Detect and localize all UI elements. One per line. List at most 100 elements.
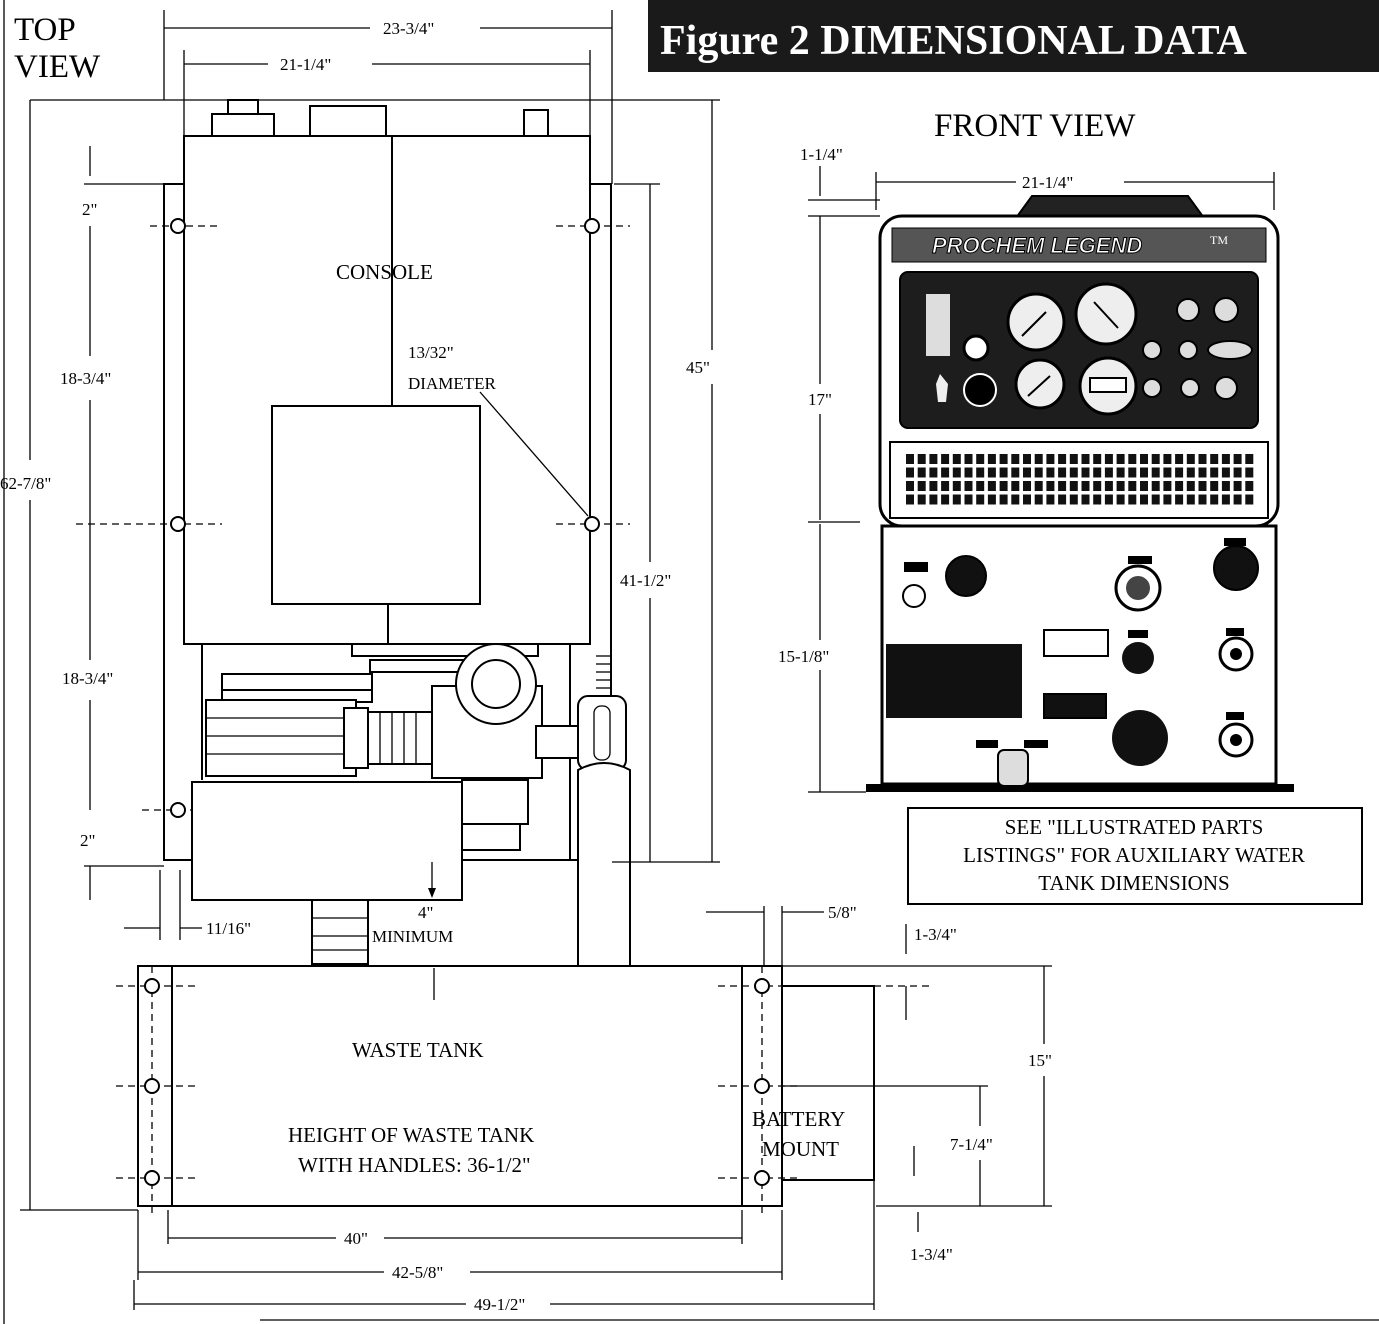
- grille-slot: [917, 467, 926, 478]
- grille-slot: [1140, 454, 1148, 464]
- grille-slot: [1128, 467, 1137, 478]
- grille-slot: [1245, 481, 1254, 491]
- grille-slot: [1081, 494, 1090, 505]
- waste-tank-body: [137, 965, 783, 1207]
- console-label: CONSOLE: [336, 260, 433, 284]
- front-base: [866, 784, 1294, 792]
- grille-slot: [1011, 481, 1020, 491]
- indicator-light: [1176, 298, 1200, 322]
- fitting-left: [211, 113, 275, 137]
- grille-slot: [1011, 454, 1020, 464]
- grille-slot: [1186, 494, 1195, 505]
- front-view-label: FRONT VIEW: [934, 108, 1136, 144]
- grille-slot: [1116, 454, 1125, 464]
- indicator-light: [1142, 340, 1162, 360]
- pulley-inner: [471, 659, 521, 709]
- belt-plate: [221, 673, 373, 691]
- grille-slot: [1128, 454, 1137, 464]
- grille-slot: [999, 454, 1008, 464]
- grille-slot: [1198, 454, 1207, 464]
- mounting-hole: [170, 802, 186, 818]
- grille-slot: [929, 494, 938, 505]
- grille-slot: [1175, 454, 1184, 464]
- grille-slot: [999, 481, 1008, 491]
- vacuum-inlet: [1112, 710, 1168, 766]
- water-inlet-core: [1126, 576, 1150, 600]
- quick-connect-core: [1230, 734, 1242, 746]
- grille-slot: [1104, 481, 1113, 491]
- grille-slot: [906, 481, 914, 491]
- label-tag: [1226, 628, 1244, 636]
- grille-slot: [941, 467, 950, 478]
- grille-slot: [1104, 494, 1113, 505]
- grille-slot: [1151, 467, 1160, 478]
- panel-gauge-strip: [926, 294, 950, 356]
- grille-slot: [952, 454, 961, 464]
- indicator-light: [1180, 378, 1200, 398]
- hose-fitting-slot: [593, 705, 611, 761]
- grille-slot: [1034, 494, 1043, 505]
- grille-slot: [952, 467, 961, 478]
- grille-slot: [1023, 467, 1031, 478]
- top-view-label-line2: VIEW: [14, 49, 101, 85]
- dim-total-width: 49-1/2": [474, 1295, 525, 1314]
- grille-slot: [1210, 494, 1219, 505]
- grille-slot: [1128, 481, 1137, 491]
- breaker: [902, 584, 926, 608]
- tank-hole: [144, 1170, 160, 1186]
- hose-fitting: [577, 695, 627, 771]
- grille-slot: [987, 481, 996, 491]
- dim-overall-length: 62-7/8": [0, 474, 51, 493]
- grille-slot: [1210, 481, 1219, 491]
- grille-slot: [964, 481, 973, 491]
- grille-slot: [1233, 454, 1242, 464]
- grille-slot: [1023, 454, 1031, 464]
- grille-slot: [964, 467, 973, 478]
- grille-slot: [1245, 494, 1254, 505]
- grille-slot: [1128, 494, 1137, 505]
- front-dim-lower-height: 15-1/8": [778, 647, 829, 666]
- note-line2: LISTINGS" FOR AUXILIARY WATER: [963, 843, 1305, 867]
- grille-slot: [1151, 481, 1160, 491]
- battery-mount-box: [781, 985, 875, 1181]
- top-view-machine: CONSOLE 13/32" DIAMETER: [76, 99, 631, 967]
- note-line1: SEE "ILLUSTRATED PARTS: [1005, 815, 1264, 839]
- grille-slot: [1058, 481, 1067, 491]
- front-view-machine: PROCHEM LEGEND TM: [778, 145, 1294, 793]
- panel-button: [1122, 642, 1154, 674]
- grille-slot: [906, 467, 914, 478]
- indicator-light: [1207, 340, 1253, 360]
- grille-slot: [1093, 494, 1102, 505]
- dim-frame-length: 41-1/2": [620, 571, 671, 590]
- grille-slot: [964, 494, 973, 505]
- fitting-right: [523, 109, 549, 137]
- display-window: [1043, 629, 1109, 657]
- label-tag: [1128, 556, 1152, 564]
- dim-lower-span: 18-3/4": [62, 669, 113, 688]
- grille-slot: [906, 494, 914, 505]
- logo-plate: [1043, 693, 1107, 719]
- waste-tank: WASTE TANK HEIGHT OF WASTE TANK WITH HAN…: [116, 965, 930, 1214]
- panel-lever: [936, 374, 948, 402]
- panel-switch: [963, 373, 997, 407]
- grille-slot: [1034, 467, 1043, 478]
- fitting-center: [309, 105, 387, 137]
- top-view-dimensions: 23-3/4" 21-1/4" 62-7/8" 2" 18-3/4" 18-3/…: [0, 10, 1052, 1314]
- battery-mount-line1: BATTERY: [752, 1107, 845, 1131]
- grille-slot: [999, 467, 1008, 478]
- indicator-light: [1178, 340, 1198, 360]
- grille-slot: [1198, 467, 1207, 478]
- grille-slot: [1093, 467, 1102, 478]
- grille-slot: [1069, 481, 1078, 491]
- dim-battery-span: 7-1/4": [950, 1135, 993, 1154]
- control-panel: [899, 271, 1259, 429]
- label-tag: [1226, 712, 1244, 720]
- note-line3: TANK DIMENSIONS: [1038, 871, 1229, 895]
- grille-slots: [904, 452, 1256, 508]
- gauge-needle: [1027, 375, 1051, 397]
- grille-slot: [929, 454, 938, 464]
- mounting-hole: [170, 218, 186, 234]
- grille-slot: [1221, 481, 1230, 491]
- indicator-light: [1142, 378, 1162, 398]
- grille-slot: [987, 467, 996, 478]
